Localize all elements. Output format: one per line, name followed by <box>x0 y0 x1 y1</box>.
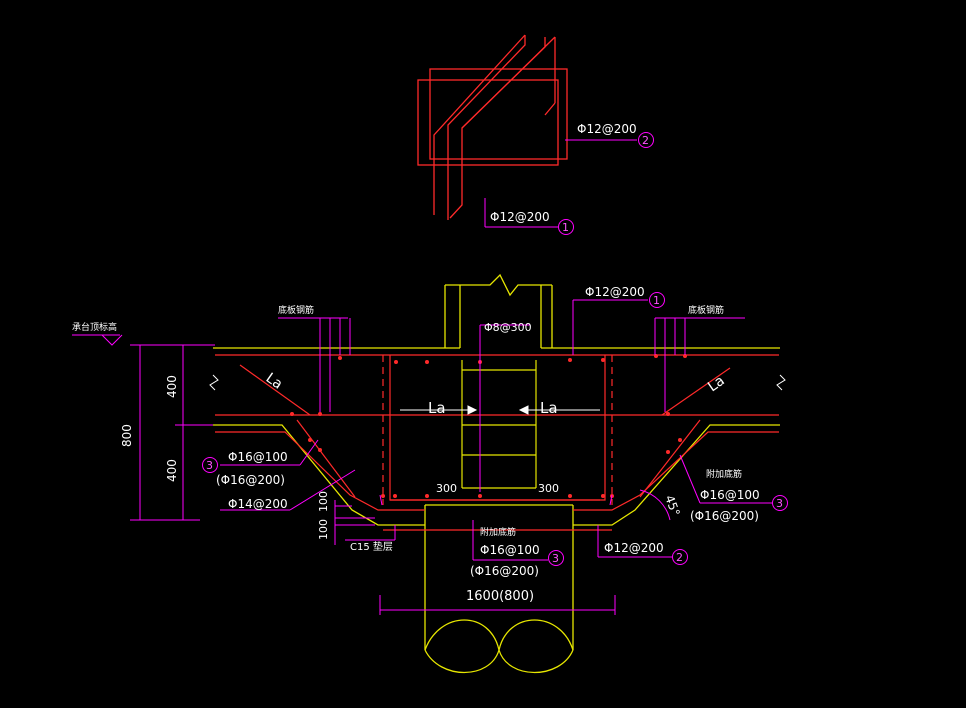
stirrup-cage <box>461 360 537 489</box>
dim-300-left: 300 <box>436 482 457 495</box>
center-rebar-2: (Φ16@200) <box>470 564 539 578</box>
top-label-2: Φ12@200 <box>577 122 637 136</box>
additional-bottom-center: 附加底筋 <box>480 526 516 538</box>
top-right-rebar-label: Φ12@200 <box>585 285 645 299</box>
la-center-left: La <box>428 399 446 417</box>
right-rebar-num: 3 <box>776 497 783 510</box>
la-center-right: La <box>540 399 558 417</box>
dim-300-right: 300 <box>538 482 559 495</box>
angle-label: 45° <box>662 493 682 518</box>
cushion-label: C15 垫层 <box>350 540 393 553</box>
dim-400-bottom: 400 <box>165 459 179 482</box>
la-right-diagonal: La <box>705 373 728 396</box>
left-rebar-2: (Φ16@200) <box>216 473 285 487</box>
top-rebar-detail <box>417 34 654 235</box>
dim-800: 800 <box>120 424 134 447</box>
center-rebar-num: 3 <box>552 552 559 565</box>
slab-rebar-right-label: 底板钢筋 <box>688 304 724 316</box>
right-rebar-1: Φ16@100 <box>700 488 760 502</box>
dim-100-a: 100 <box>317 491 330 512</box>
break-marks <box>209 374 786 391</box>
top-num-2: 2 <box>642 134 649 147</box>
pile-dashed-outline <box>382 355 613 505</box>
left-rebar-3: Φ14@200 <box>228 497 288 511</box>
dim-100-b: 100 <box>317 519 330 540</box>
pile-width-label: 1600(800) <box>466 589 534 604</box>
rebar-dots <box>290 354 687 498</box>
additional-bottom-right: 附加底筋 <box>706 468 742 480</box>
la-left-diagonal: La <box>263 370 286 393</box>
top-num-1: 1 <box>562 221 569 234</box>
top-right-rebar-num: 1 <box>653 294 660 307</box>
bottom-right-num: 2 <box>676 551 683 564</box>
left-rebar-1: Φ16@100 <box>228 450 288 464</box>
platform-top-label: 承台顶标高 <box>72 321 117 333</box>
dim-400-top: 400 <box>165 375 179 398</box>
dimension-lines <box>72 292 788 615</box>
slab-rebar-left-label: 底板钢筋 <box>278 304 314 316</box>
top-label-1: Φ12@200 <box>490 210 550 224</box>
concrete-outline <box>213 273 780 673</box>
bottom-right-rebar: Φ12@200 <box>604 541 664 555</box>
left-rebar-num: 3 <box>206 459 213 472</box>
la-arrows <box>400 405 600 415</box>
stirrup-label: Φ8@300 <box>484 321 532 334</box>
center-rebar-1: Φ16@100 <box>480 543 540 557</box>
right-rebar-2: (Φ16@200) <box>690 509 759 523</box>
